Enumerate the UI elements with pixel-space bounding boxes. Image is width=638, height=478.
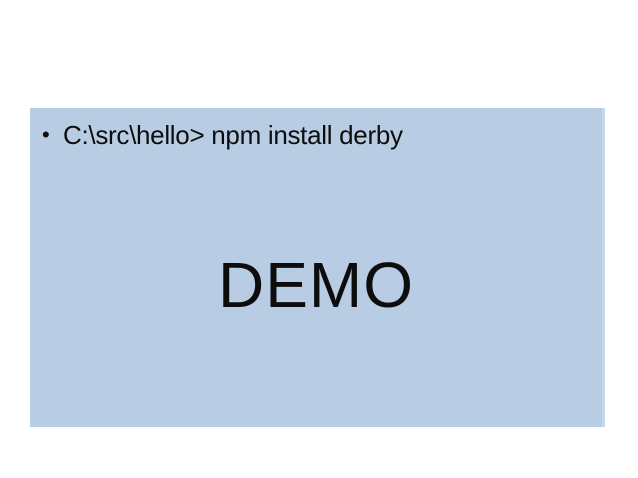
demo-title: DEMO [218,249,414,321]
bullet-marker: • [42,122,50,147]
bullet-item: • C:\src\hello> npm install derby [30,118,602,152]
bullet-command-text: C:\src\hello> npm install derby [63,120,403,150]
slide-canvas: • C:\src\hello> npm install derby DEMO [30,108,605,427]
